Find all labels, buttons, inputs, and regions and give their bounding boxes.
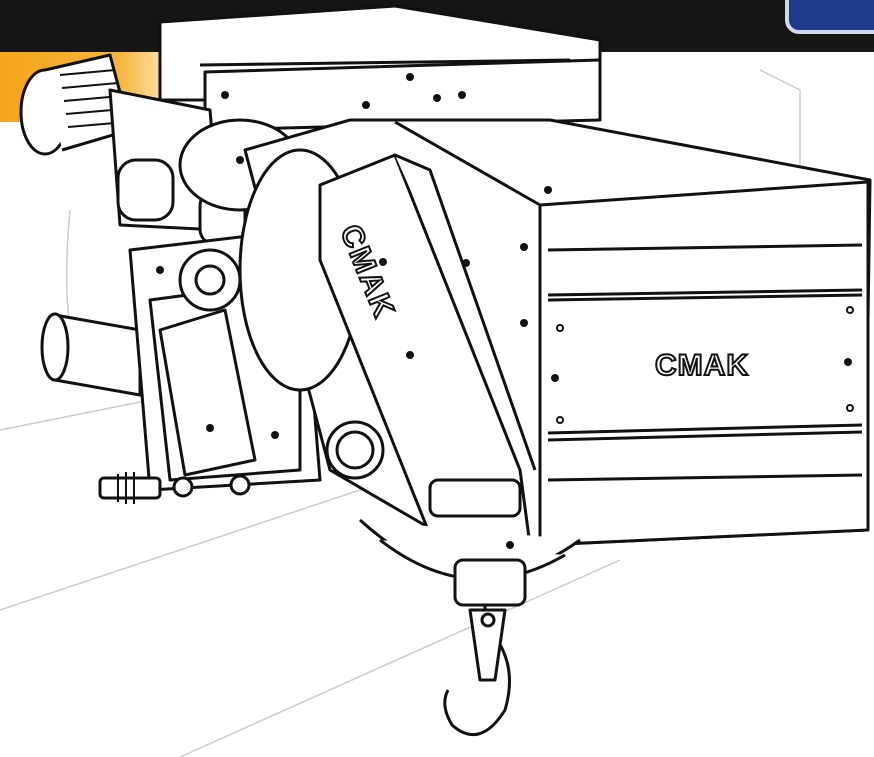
corner-badge: [785, 0, 874, 34]
hoist-body: [19, 4, 872, 736]
panel-holes: [556, 306, 854, 424]
front-brand-label: CMAK: [655, 349, 749, 382]
bolts: [156, 73, 852, 549]
